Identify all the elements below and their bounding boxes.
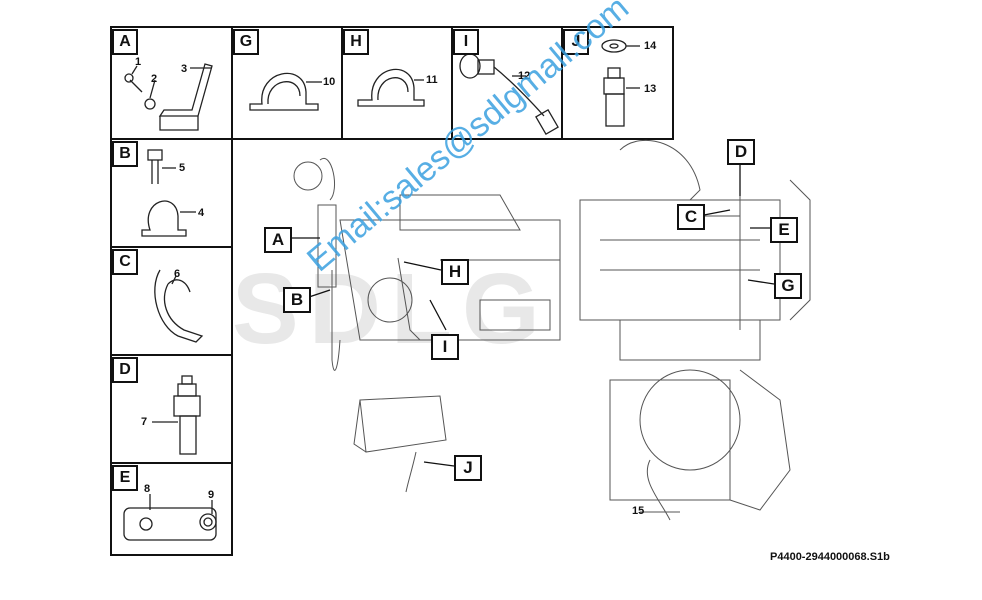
engine-callout-g: G — [774, 273, 802, 299]
part-number: 11 — [426, 74, 438, 86]
drawing-code: P4400-2944000068.S1b — [770, 551, 890, 563]
clamp-icon-h — [357, 68, 425, 107]
plate-ring-icon — [123, 494, 217, 541]
engine-callout-c: C — [677, 204, 705, 230]
engine-callout-e: E — [770, 217, 798, 243]
panel-label-b: B — [112, 141, 138, 167]
engine-left-view — [293, 157, 561, 371]
engine-right-view — [579, 139, 811, 361]
part-number: 14 — [644, 40, 657, 52]
part-number-15: 15 — [632, 505, 645, 517]
panel-label-i: I — [453, 29, 479, 55]
part-number: 13 — [644, 83, 657, 95]
sensor-cable-icon — [459, 53, 559, 136]
part-number: 9 — [208, 489, 215, 501]
engine-callout-j: J — [454, 455, 482, 481]
panel-label-a: A — [112, 29, 138, 55]
engine-callout-i: I — [431, 334, 459, 360]
panel-label-d: D — [112, 357, 138, 383]
engine-callout-b: B — [283, 287, 311, 313]
engine-callout-h: H — [441, 259, 469, 285]
part-number: 8 — [144, 483, 151, 495]
top-row-frame — [110, 26, 674, 140]
engine-callout-a: A — [264, 227, 292, 253]
clamp-icon-g — [249, 72, 322, 111]
control-box-view — [353, 395, 447, 493]
bracket-icon — [124, 63, 213, 131]
part-number: 1 — [135, 56, 142, 68]
engine-rear-view — [609, 369, 791, 521]
panel-label-e: E — [112, 465, 138, 491]
part-number: 4 — [198, 207, 205, 219]
part-number: 12 — [518, 70, 531, 82]
panel-label-j: J — [563, 29, 589, 55]
left-column-frame — [110, 138, 233, 556]
part-number: 6 — [174, 268, 181, 280]
panel-label-g: G — [233, 29, 259, 55]
temp-sensor-icon — [152, 375, 201, 455]
part-number: 5 — [179, 162, 186, 174]
bolt-clamp-icon — [141, 149, 196, 237]
panel-label-c: C — [112, 249, 138, 275]
cable-tie-icon — [154, 269, 204, 343]
sender-icon — [601, 39, 640, 127]
part-number: 7 — [141, 416, 148, 428]
part-number: 10 — [323, 76, 336, 88]
part-number: 2 — [151, 73, 158, 85]
panel-label-h: H — [343, 29, 369, 55]
part-number: 3 — [181, 63, 188, 75]
engine-callout-d: D — [727, 139, 755, 165]
